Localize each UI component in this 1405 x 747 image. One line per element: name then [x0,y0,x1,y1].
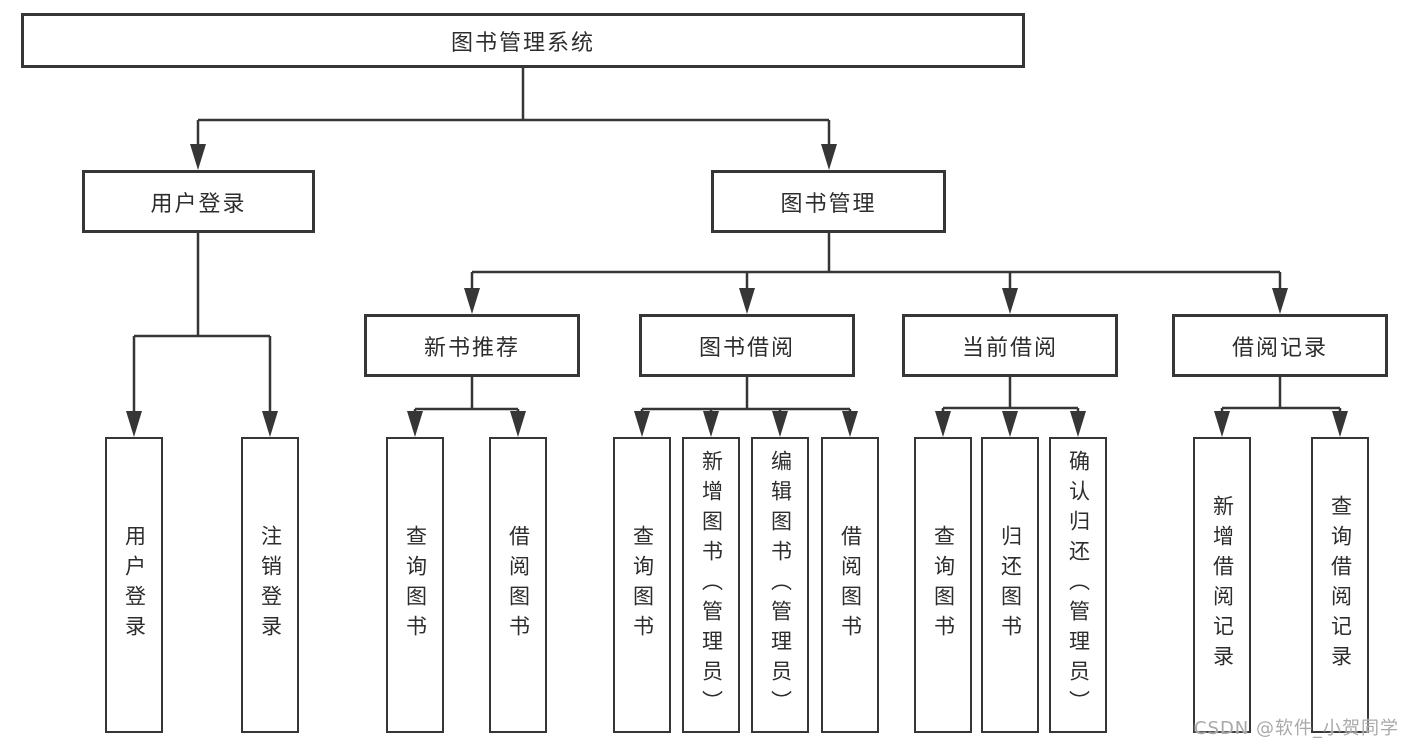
node-current-borrow-label: 当前借阅 [961,335,1058,361]
leaf-recommend-borrow-book: 借阅图书 [489,437,547,733]
leaf-borrow-add-book-admin-label: 新增图书（管理员） [699,450,724,720]
node-borrow-records-label: 借阅记录 [1231,335,1328,361]
leaf-logout: 注销登录 [241,437,299,733]
node-book-borrow-label: 图书借阅 [698,335,795,361]
leaf-current-return-book-label: 归还图书 [998,525,1023,645]
leaf-borrow-edit-book-admin: 编辑图书（管理员） [751,437,809,733]
node-book-borrow: 图书借阅 [639,314,855,377]
node-root-label: 图书管理系统 [450,30,595,56]
arrowhead-icons [126,144,1348,437]
leaf-current-query-book: 查询图书 [914,437,972,733]
node-book-management: 图书管理 [711,170,946,233]
node-new-book-recommend: 新书推荐 [364,314,580,377]
leaf-current-return-book: 归还图书 [981,437,1039,733]
node-user-login-label: 用户登录 [150,191,247,217]
node-user-login: 用户登录 [82,170,315,233]
leaf-borrow-query-book-label: 查询图书 [630,525,655,645]
leaf-current-confirm-return-admin-label: 确认归还（管理员） [1066,450,1091,720]
leaf-recommend-query-book: 查询图书 [386,437,444,733]
leaf-logout-label: 注销登录 [258,525,283,645]
leaf-borrow-borrow-book-label: 借阅图书 [838,525,863,645]
node-current-borrow: 当前借阅 [902,314,1118,377]
leaf-borrow-edit-book-admin-label: 编辑图书（管理员） [768,450,793,720]
leaf-recommend-borrow-book-label: 借阅图书 [506,525,531,645]
leaf-borrow-query-book: 查询图书 [613,437,671,733]
tree-connectors [132,68,1342,413]
leaf-records-add-record-label: 新增借阅记录 [1210,495,1235,675]
leaf-borrow-add-book-admin: 新增图书（管理员） [682,437,740,733]
csdn-watermark: CSDN @软件_小贺同学 [1193,718,1399,739]
node-root-system: 图书管理系统 [21,13,1025,68]
node-book-management-label: 图书管理 [780,191,877,217]
leaf-recommend-query-book-label: 查询图书 [403,525,428,645]
leaf-user-login: 用户登录 [105,437,163,733]
leaf-records-add-record: 新增借阅记录 [1193,437,1251,733]
leaf-user-login-label: 用户登录 [122,525,147,645]
leaf-records-query-record-label: 查询借阅记录 [1328,495,1353,675]
leaf-borrow-borrow-book: 借阅图书 [821,437,879,733]
leaf-current-query-book-label: 查询图书 [931,525,956,645]
leaf-current-confirm-return-admin: 确认归还（管理员） [1049,437,1107,733]
leaf-records-query-record: 查询借阅记录 [1311,437,1369,733]
node-new-book-recommend-label: 新书推荐 [423,335,520,361]
node-borrow-records: 借阅记录 [1172,314,1388,377]
